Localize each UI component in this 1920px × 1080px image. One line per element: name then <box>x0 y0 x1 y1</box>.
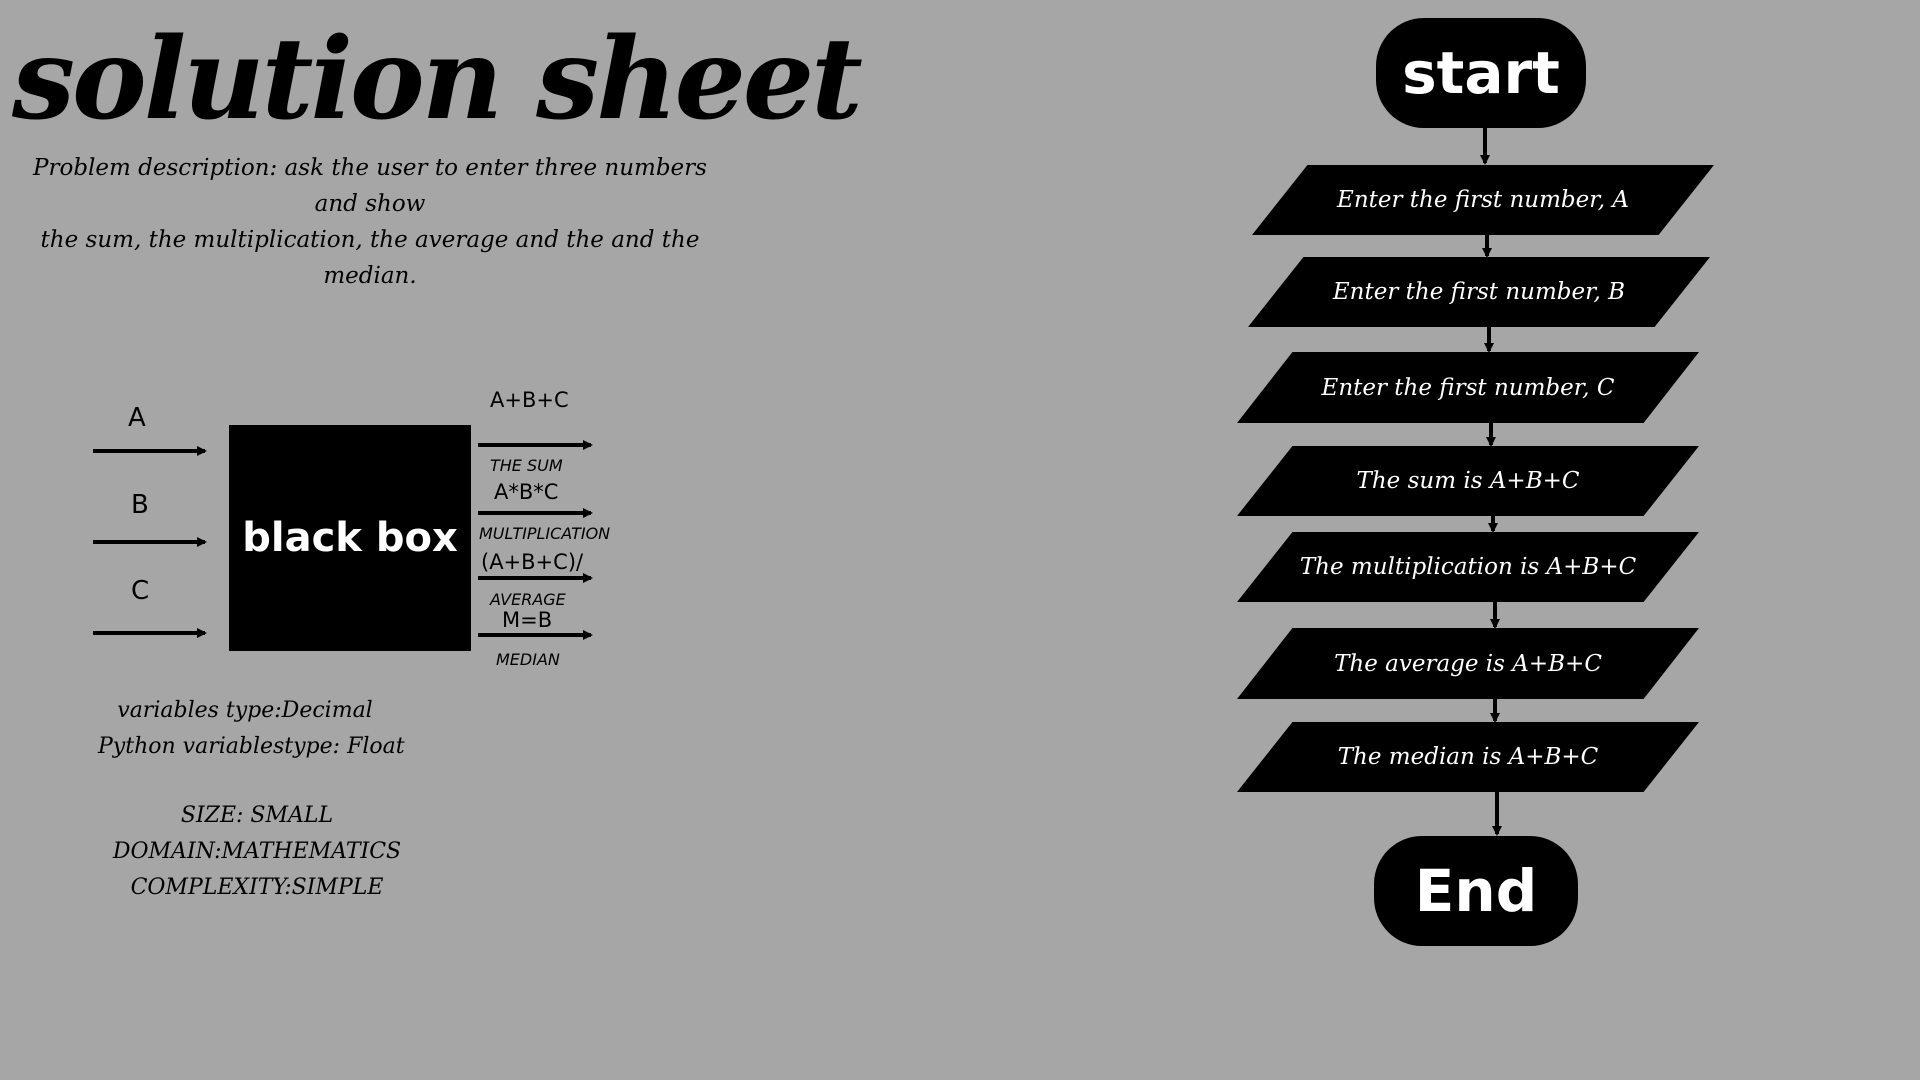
black-box: black box <box>229 425 471 651</box>
description-line-1: Problem description: ask the user to ent… <box>33 155 707 217</box>
flow-step-6-label: The average is A+B+C <box>1334 650 1602 677</box>
output-expr-multiplication: A*B*C <box>494 480 559 504</box>
flow-step-5: The multiplication is A+B+C <box>1237 532 1699 602</box>
page-title: solution sheet <box>12 14 863 145</box>
meta-size: SIZE: SMALL <box>180 803 334 828</box>
input-label-b: B <box>131 490 149 520</box>
flow-step-4-label: The sum is A+B+C <box>1356 468 1580 494</box>
flow-step-4: The sum is A+B+C <box>1237 446 1699 516</box>
flow-start-terminal: start <box>1376 18 1586 128</box>
output-label-median: MEDIAN <box>496 650 560 669</box>
flow-step-2: Enter the first number, B <box>1248 257 1710 327</box>
flow-step-1: Enter the first number, A <box>1252 165 1714 235</box>
flow-step-6: The average is A+B+C <box>1237 628 1699 699</box>
flow-step-1-label: Enter the first number, A <box>1337 187 1629 213</box>
flow-end-label: End <box>1414 857 1538 925</box>
input-label-c: C <box>131 576 150 606</box>
description-line-2: the sum, the multiplication, the average… <box>40 227 700 289</box>
flow-start-label: start <box>1402 39 1560 107</box>
variables-type: variables type:Decimal <box>117 698 373 723</box>
flow-step-7-label: The median is A+B+C <box>1337 744 1599 770</box>
problem-description: Problem description: ask the user to ent… <box>14 150 726 294</box>
meta-info: SIZE: SMALL DOMAIN:MATHEMATICS COMPLEXIT… <box>110 798 404 906</box>
meta-complexity: COMPLEXITY:SIMPLE <box>130 875 384 900</box>
flow-step-7: The median is A+B+C <box>1237 722 1699 792</box>
python-variables-type: Python variablestype: Float <box>98 734 405 759</box>
flow-step-3-label: Enter the first number, C <box>1321 374 1615 401</box>
input-label-a: A <box>128 403 146 433</box>
flow-step-3: Enter the first number, C <box>1237 352 1699 423</box>
output-expr-median: M=B <box>502 608 553 632</box>
output-label-average: AVERAGE <box>490 590 566 609</box>
output-expr-average: (A+B+C)/ <box>481 550 584 574</box>
flow-step-2-label: Enter the first number, B <box>1332 279 1626 305</box>
meta-domain: DOMAIN:MATHEMATICS <box>112 839 402 864</box>
output-label-multiplication: MULTIPLICATION <box>479 524 611 543</box>
flow-end-terminal: End <box>1374 836 1578 946</box>
flow-step-5-label: The multiplication is A+B+C <box>1299 554 1637 580</box>
variables-info: variables type:Decimal Python variablest… <box>98 693 405 765</box>
output-label-sum: THE SUM <box>490 456 563 475</box>
black-box-label: black box <box>242 515 458 561</box>
output-expr-sum: A+B+C <box>490 388 569 412</box>
